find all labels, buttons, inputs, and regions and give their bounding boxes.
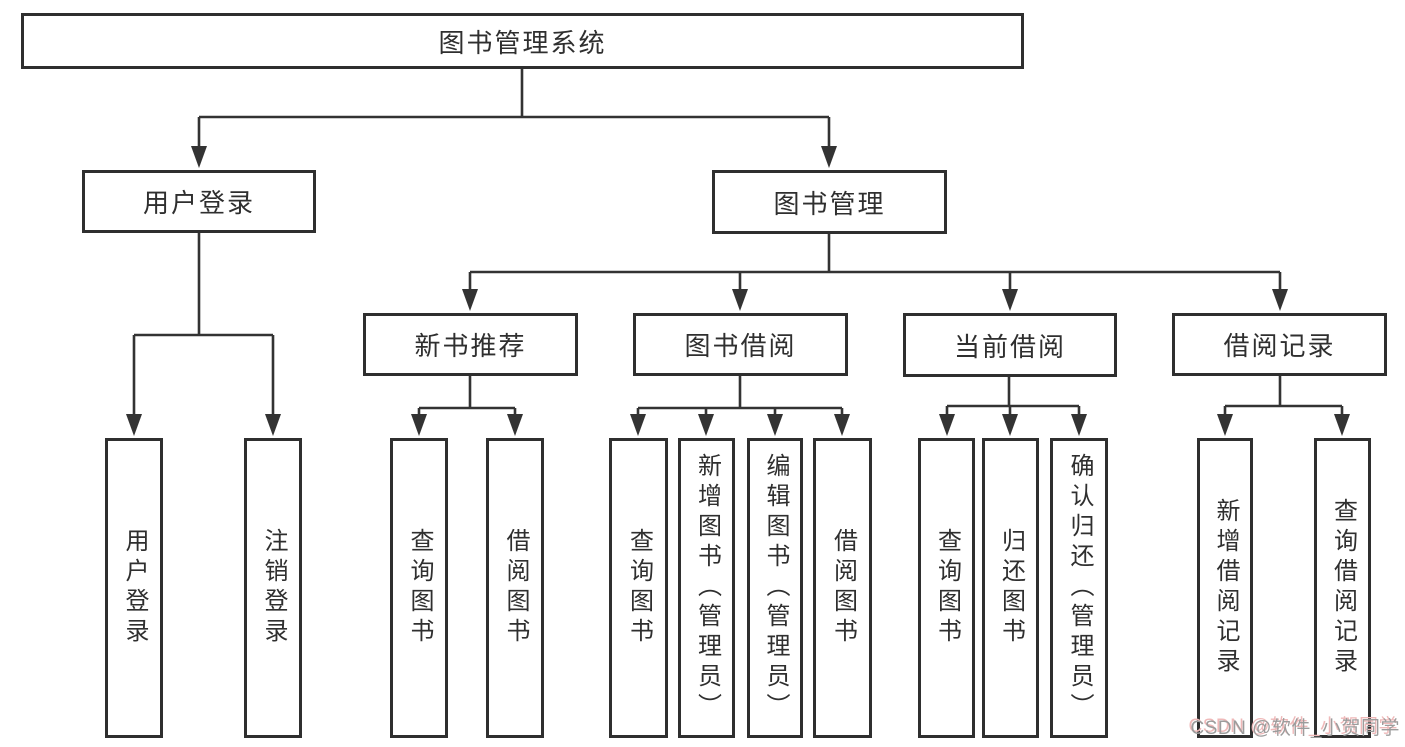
node-user-login: 用户登录 [82,170,316,233]
csdn-watermark: CSDN @软件_小贺同学 [1190,718,1400,739]
connector-paths [132,69,1344,418]
node-root-library-system: 图书管理系统 [21,13,1024,69]
node-label: 图书管理系统 [438,27,607,58]
node-label: 查询图书 [625,528,653,648]
node-label: 当前借阅 [953,331,1066,362]
node-book-borrow: 图书借阅 [633,313,848,376]
node-new-book-recommend: 新书推荐 [363,313,578,376]
node-label: 用户登录 [121,528,148,648]
node-label: 查询图书 [406,528,433,648]
node-label: 图书借阅 [684,331,797,361]
leaf-borrow-edit-book-admin: 编辑图书（管理员） [747,438,803,738]
node-borrow-records: 借阅记录 [1172,313,1387,376]
leaf-logout: 注销登录 [244,438,302,738]
leaf-recommend-query-book: 查询图书 [390,438,448,738]
arrowheads [126,146,1350,436]
leaf-borrow-borrow-book: 借阅图书 [813,438,872,738]
leaf-borrow-add-book-admin: 新增图书（管理员） [678,438,735,738]
leaf-records-query-record: 查询借阅记录 [1314,438,1371,738]
node-label: 查询借阅记录 [1329,498,1357,678]
leaf-recommend-borrow-book: 借阅图书 [486,438,544,738]
node-label: 借阅记录 [1223,331,1336,361]
leaf-current-return-book: 归还图书 [982,438,1039,738]
node-label: 图书管理 [773,188,886,219]
node-book-management: 图书管理 [712,170,947,234]
leaf-borrow-query-book: 查询图书 [609,438,668,738]
node-label: 借阅图书 [502,528,529,648]
leaf-current-query-book: 查询图书 [918,438,975,738]
node-label: 编辑图书（管理员） [762,453,789,723]
node-label: 用户登录 [142,188,255,218]
node-label: 借阅图书 [829,528,857,648]
node-label: 归还图书 [997,528,1025,648]
node-label: 新增图书（管理员） [693,453,721,723]
node-label: 新增借阅记录 [1212,498,1239,678]
node-label: 查询图书 [933,528,961,648]
node-label: 注销登录 [260,528,287,648]
node-current-borrow: 当前借阅 [903,313,1117,377]
leaf-user-login: 用户登录 [105,438,163,738]
leaf-records-add-record: 新增借阅记录 [1197,438,1253,738]
leaf-current-confirm-return-admin: 确认归还（管理员） [1050,438,1108,738]
node-label: 新书推荐 [414,331,527,361]
node-label: 确认归还（管理员） [1066,453,1093,723]
